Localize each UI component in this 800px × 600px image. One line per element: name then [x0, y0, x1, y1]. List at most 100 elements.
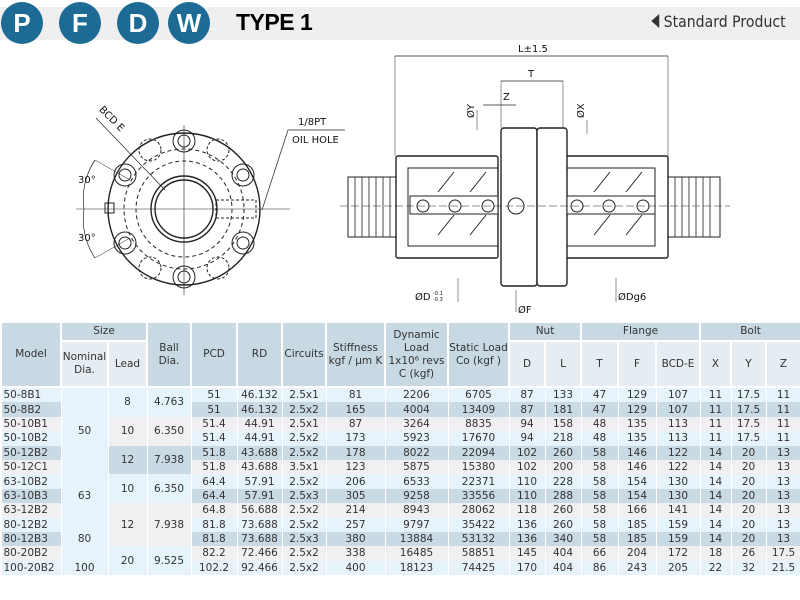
cell-pcd: 64.4	[190, 488, 238, 504]
cell-bolt-z: 11	[765, 387, 800, 403]
cell-bolt-x: 11	[699, 387, 732, 403]
cell-bolt-x: 14	[699, 531, 732, 547]
cell-bolt-y: 20	[730, 503, 767, 518]
oil-hole-label: OIL HOLE	[292, 135, 339, 146]
cell-flange-f: 166	[617, 503, 657, 518]
cell-bolt-y: 20	[730, 459, 767, 475]
header-bolt-z: Z	[765, 340, 800, 388]
cell-nut-l: 218	[544, 431, 582, 446]
cell-flange-f: 146	[617, 445, 657, 460]
cell-circuits: 2.5x3	[281, 531, 327, 547]
cell-ball-dia: 7.938	[146, 503, 192, 547]
header-flange-f: F	[617, 340, 658, 388]
cell-model: 63-10B3	[0, 488, 62, 504]
cell-nut-d: 102	[508, 459, 546, 475]
cell-nut-d: 102	[508, 445, 546, 460]
cell-nut-d: 87	[508, 402, 546, 417]
cell-bolt-y: 17.5	[730, 431, 767, 446]
cell-flange-f: 185	[617, 531, 657, 547]
header-flange: Flange	[580, 321, 702, 342]
cell-pcd: 51	[190, 387, 238, 403]
specification-table: Model Size Ball Dia. PCD RD Circuits Sti…	[0, 321, 800, 576]
cell-circuits: 2.5x1	[281, 387, 327, 403]
cell-pcd: 64.8	[190, 503, 238, 518]
cell-circuits: 2.5x2	[281, 445, 327, 460]
cell-bolt-z: 13	[765, 474, 800, 489]
cell-dynamic-load: 16485	[384, 546, 449, 561]
cell-circuits: 2.5x2	[281, 546, 327, 561]
cell-flange-bcde: 122	[655, 459, 701, 475]
cell-static-load: 74425	[447, 560, 510, 576]
cell-bolt-z: 11	[765, 416, 800, 432]
cell-nut-l: 133	[544, 387, 582, 403]
angle-top-label: 30°	[78, 175, 96, 186]
cell-static-load: 33556	[447, 488, 510, 504]
cell-lead: 10	[107, 416, 148, 446]
cell-flange-t: 48	[580, 416, 619, 432]
cell-nominal-dia: 100	[60, 560, 109, 576]
cell-circuits: 2.5x3	[281, 488, 327, 504]
cell-model: 80-12B2	[0, 517, 62, 532]
angle-bottom-label: 30°	[78, 233, 96, 244]
standard-product-label: Standard Product	[664, 12, 786, 31]
cell-flange-bcde: 130	[655, 474, 701, 489]
ball-nut-side-view	[340, 55, 730, 312]
page-title: TYPE 1	[236, 9, 313, 35]
cell-flange-bcde: 113	[655, 431, 701, 446]
cell-static-load: 58851	[447, 546, 510, 561]
cell-nut-l: 404	[544, 560, 582, 576]
cell-bolt-y: 32	[730, 560, 767, 576]
header-ball-dia: Ball Dia.	[146, 321, 192, 388]
cell-rd: 73.688	[236, 531, 283, 547]
dynamic-line-2: Load	[403, 341, 430, 354]
dim-y-label: ØY	[465, 103, 477, 118]
cell-lead: 12	[107, 503, 148, 547]
cell-pcd: 51	[190, 402, 238, 417]
cell-flange-f: 204	[617, 546, 657, 561]
cell-bolt-x: 18	[699, 546, 732, 561]
cell-stiffness: 214	[325, 503, 386, 518]
dynamic-line-1: Dynamic	[393, 328, 440, 341]
cell-pcd: 81.8	[190, 531, 238, 547]
cell-nut-d: 145	[508, 546, 546, 561]
cell-model: 50-12B2	[0, 445, 62, 460]
cell-dynamic-load: 2206	[384, 387, 449, 403]
cell-nominal-dia: 63	[60, 474, 109, 518]
header-stiffness: Stiffness kgf / μm K	[325, 321, 386, 388]
header-nut-d: D	[508, 340, 546, 388]
cell-bolt-y: 17.5	[730, 416, 767, 432]
cell-flange-t: 58	[580, 517, 619, 532]
cell-circuits: 2.5x2	[281, 517, 327, 532]
cell-pcd: 102.2	[190, 560, 238, 576]
triangle-left-icon	[651, 14, 660, 28]
cell-ball-dia: 7.938	[146, 445, 192, 475]
cell-flange-f: 243	[617, 560, 657, 576]
cell-flange-f: 146	[617, 459, 657, 475]
cell-nut-l: 158	[544, 416, 582, 432]
cell-flange-bcde: 113	[655, 416, 701, 432]
cell-pcd: 64.4	[190, 474, 238, 489]
standard-product-link[interactable]: Standard Product	[651, 12, 786, 31]
dynamic-line-3: 1x10⁶ revs	[388, 354, 445, 367]
cell-model: 100-20B2	[0, 560, 62, 576]
cell-bolt-y: 17.5	[730, 387, 767, 403]
cell-stiffness: 165	[325, 402, 386, 417]
dynamic-line-4: C (kgf)	[398, 367, 435, 380]
cell-nut-l: 288	[544, 488, 582, 504]
cell-bolt-z: 13	[765, 531, 800, 547]
header-model: Model	[0, 321, 62, 388]
cell-nut-l: 404	[544, 546, 582, 561]
header-bolt: Bolt	[699, 321, 800, 342]
cell-flange-t: 58	[580, 474, 619, 489]
cell-dynamic-load: 6533	[384, 474, 449, 489]
cell-nut-d: 110	[508, 488, 546, 504]
cell-stiffness: 338	[325, 546, 386, 561]
cell-pcd: 82.2	[190, 546, 238, 561]
header-flange-t: T	[580, 340, 620, 388]
header-circuits: Circuits	[281, 321, 327, 388]
cell-static-load: 6705	[447, 387, 510, 403]
